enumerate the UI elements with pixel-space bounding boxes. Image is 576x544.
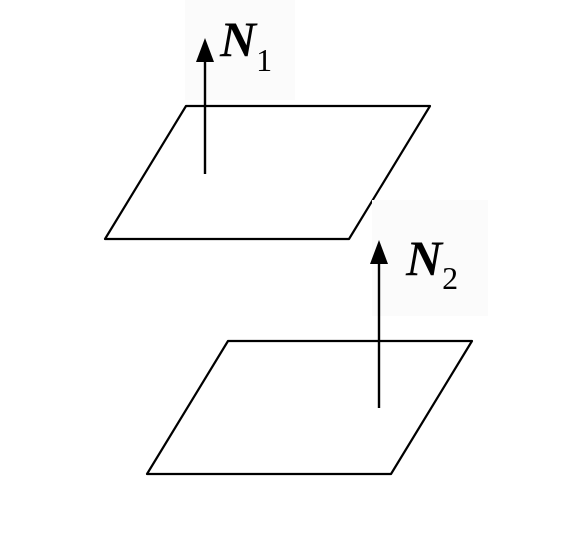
upper-plane [103, 104, 432, 241]
normal-vector-n1-arrowhead [196, 38, 214, 62]
n2-label-background [372, 200, 488, 316]
n1-symbol: N [219, 11, 258, 67]
normal-vector-n2-label: N2 [405, 230, 458, 296]
n2-symbol: N [405, 230, 444, 286]
n2-subscript: 2 [442, 260, 458, 296]
normal-vector-n2-arrowhead [370, 240, 388, 264]
upper-plane-group: N1 [103, 0, 432, 241]
n1-subscript: 1 [256, 42, 272, 78]
normal-vector-n1-label: N1 [219, 11, 272, 78]
lower-plane-group: N2 [145, 200, 488, 476]
lower-plane [145, 339, 474, 476]
